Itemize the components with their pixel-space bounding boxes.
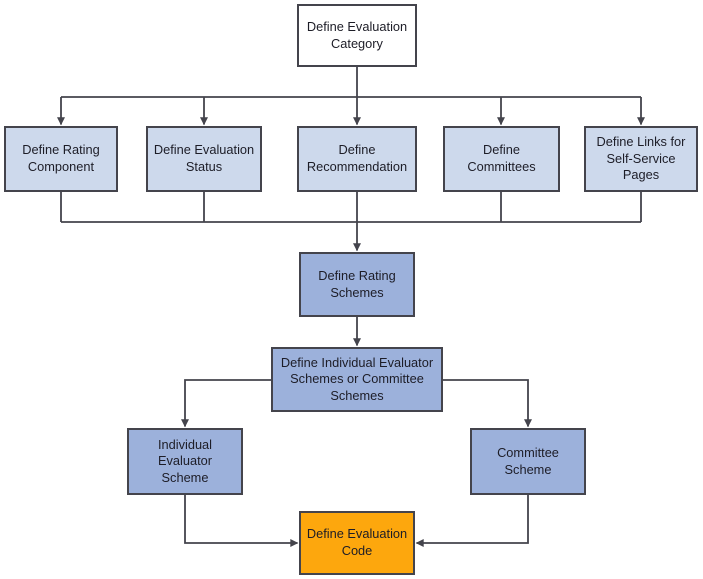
- node-individual-evaluator-scheme: Individual Evaluator Scheme: [127, 428, 243, 495]
- node-define-rating-schemes: Define Rating Schemes: [299, 252, 415, 317]
- node-define-rating-component: Define Rating Component: [4, 126, 118, 192]
- fanin-collector-line: [60, 192, 642, 223]
- node-define-recommendation: Define Recommendation: [297, 126, 417, 192]
- node-define-committees: Define Committees: [443, 126, 560, 192]
- fanout-trunk-line: [61, 67, 641, 98]
- arrow-to-individual-evaluator-scheme: [181, 379, 271, 428]
- node-define-evaluation-code: Define Evaluation Code: [299, 511, 415, 575]
- arrow-committee-to-evaluation-code: [415, 495, 529, 547]
- node-define-evaluation-category: Define Evaluation Category: [297, 4, 417, 67]
- node-define-individual-evaluator-or-committee-schemes: Define Individual Evaluator Schemes or C…: [271, 347, 443, 412]
- arrow-individual-to-evaluation-code: [184, 495, 299, 547]
- node-committee-scheme: Committee Scheme: [470, 428, 586, 495]
- node-define-evaluation-status: Define Evaluation Status: [146, 126, 262, 192]
- arrow-to-committee-scheme: [443, 379, 532, 428]
- node-define-links-self-service-pages: Define Links for Self-Service Pages: [584, 126, 698, 192]
